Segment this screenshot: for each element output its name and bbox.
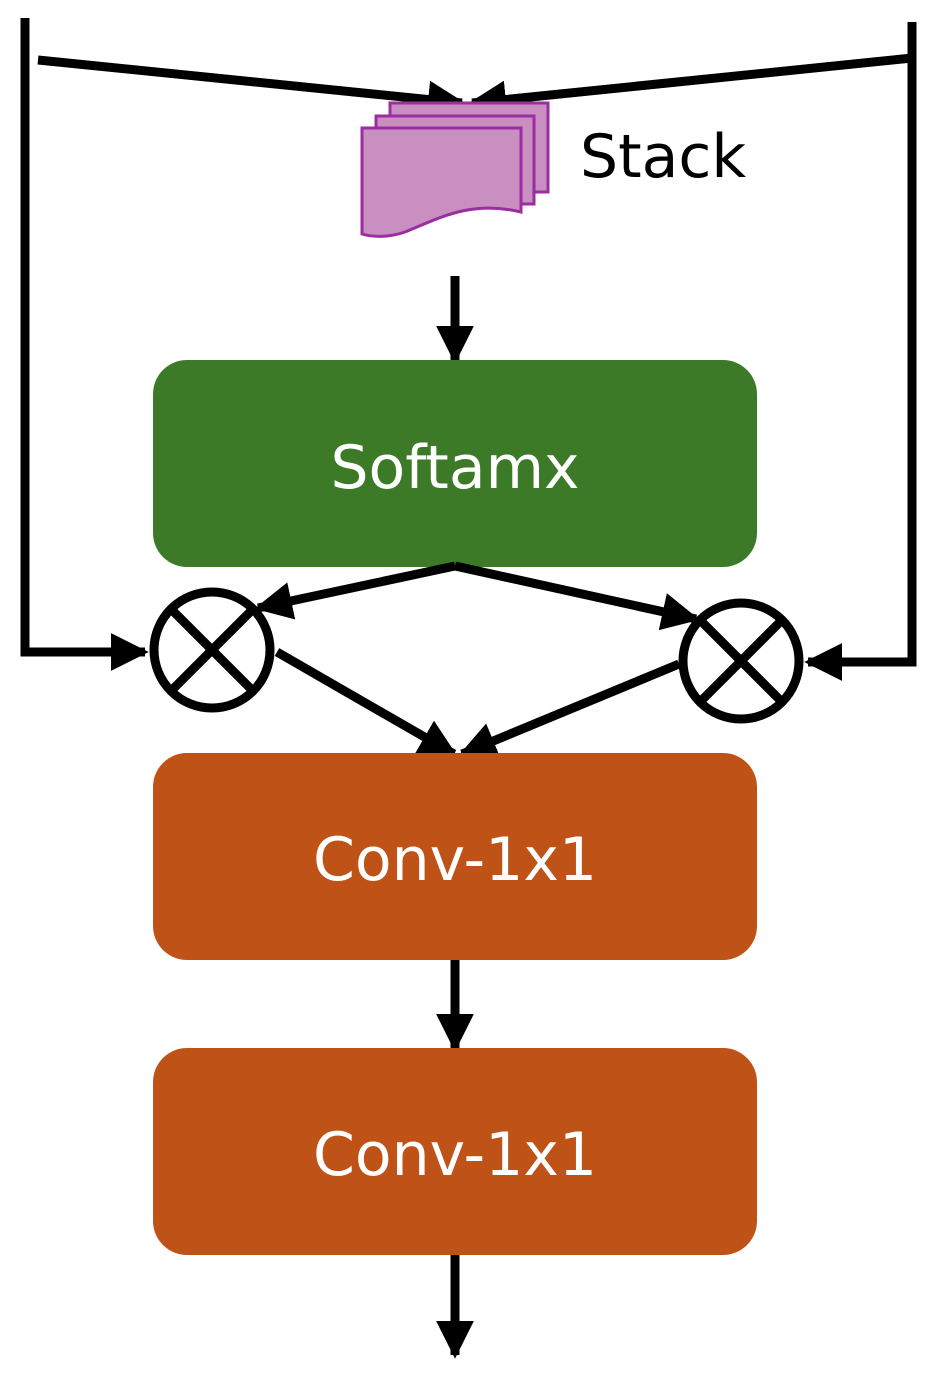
conv1-node: Conv-1x1 — [153, 753, 757, 960]
multiply-circle-icon — [678, 598, 804, 724]
conv2-box — [153, 1048, 757, 1255]
edge-right-to-stack — [468, 53, 913, 119]
input-left-line — [20, 18, 149, 671]
edge-softmax-to-left-multiply — [254, 561, 456, 620]
conv1-label: Conv-1x1 — [313, 825, 597, 895]
conv2-label: Conv-1x1 — [313, 1120, 597, 1190]
softmax-node: Softamx — [153, 360, 757, 567]
edge-softmax-to-right-multiply — [454, 561, 700, 631]
stack-sheet-front — [360, 126, 523, 238]
softmax-label: Softamx — [330, 433, 579, 503]
edge-left-multiply-to-conv — [274, 648, 458, 758]
softmax-box — [153, 360, 757, 567]
input-right-line — [804, 22, 917, 681]
document-stack-icon — [360, 101, 550, 238]
conv2-node: Conv-1x1 — [153, 1048, 757, 1255]
edge-right-multiply-to-conv — [458, 659, 681, 759]
stack-label: Stack — [580, 122, 746, 192]
edge-left-to-stack — [37, 55, 466, 119]
multiply-circle-icon — [149, 587, 275, 713]
conv1-box — [153, 753, 757, 960]
